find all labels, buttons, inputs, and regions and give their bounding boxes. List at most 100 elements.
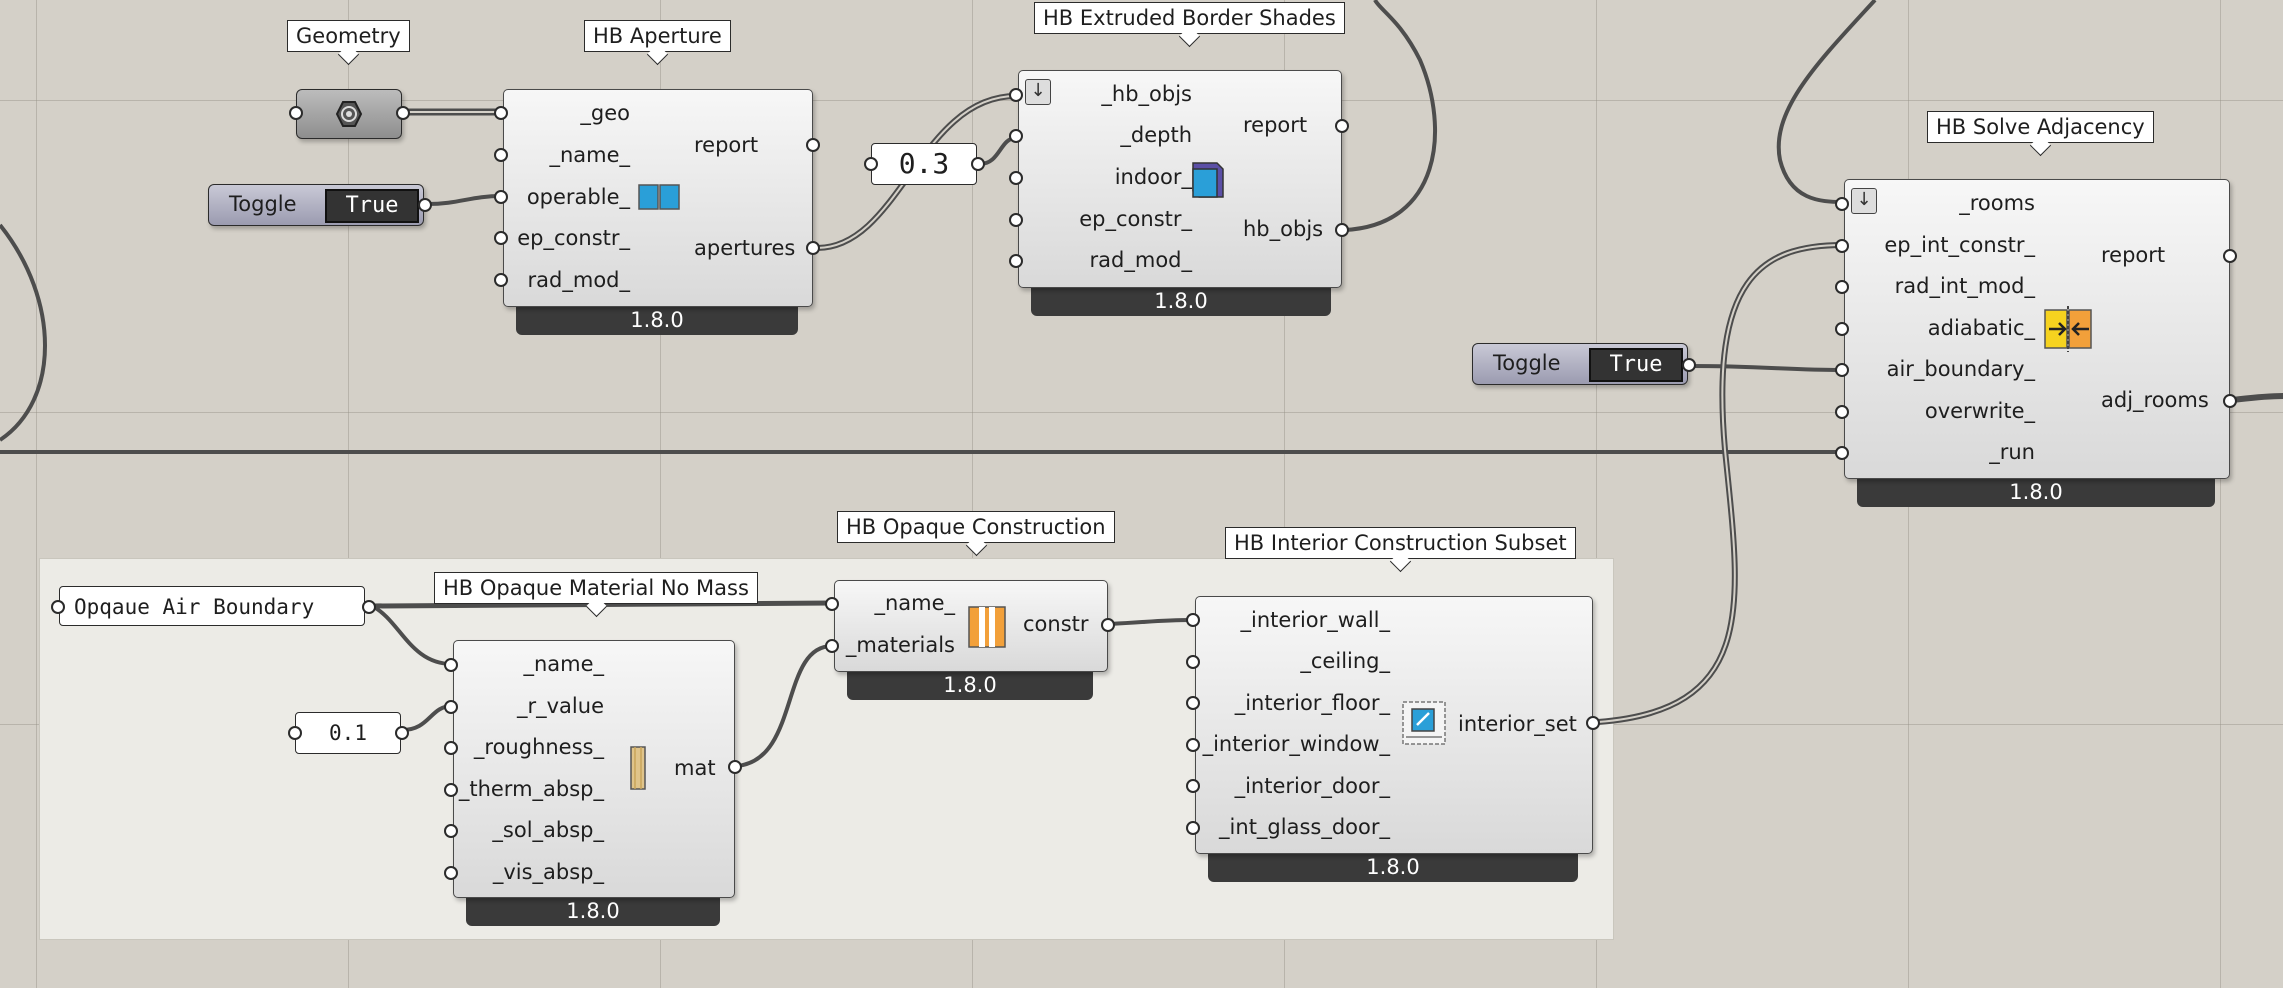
int-in-dot-5[interactable] xyxy=(1186,821,1200,835)
int-in-dot-0[interactable] xyxy=(1186,613,1200,627)
geometry-output-dot[interactable] xyxy=(396,106,410,120)
output-report[interactable]: report xyxy=(1243,113,1308,137)
shades-in-dot-3[interactable] xyxy=(1009,213,1023,227)
aperture-toggle-output-dot[interactable] xyxy=(418,198,432,212)
constr-out-dot-0[interactable] xyxy=(1101,618,1115,632)
output-mat[interactable]: mat xyxy=(674,756,716,780)
hb-opaque-material-no-mass-component[interactable]: _name_ _r_value _roughness_ _therm_absp_… xyxy=(453,640,735,898)
adj-in-dot-2[interactable] xyxy=(1835,280,1849,294)
mat-in-dot-4[interactable] xyxy=(444,824,458,838)
input-hb-objs[interactable]: _hb_objs xyxy=(1101,82,1192,106)
adjacency-toggle[interactable]: Toggle True xyxy=(1472,343,1688,385)
input-ep-int-constr[interactable]: ep_int_constr_ xyxy=(1884,233,2035,257)
input-rad-mod[interactable]: rad_mod_ xyxy=(1089,248,1192,272)
text-panel-input-dot[interactable] xyxy=(51,600,65,614)
input-int-glass-door[interactable]: _int_glass_door_ xyxy=(1219,815,1390,839)
input-ceiling[interactable]: _ceiling_ xyxy=(1300,649,1390,673)
constr-in-dot-1[interactable] xyxy=(825,639,839,653)
shades-in-dot-2[interactable] xyxy=(1009,171,1023,185)
input-therm-absp[interactable]: _therm_absp_ xyxy=(458,777,604,801)
adj-in-dot-0[interactable] xyxy=(1835,197,1849,211)
input-operable[interactable]: operable_ xyxy=(526,185,630,209)
input-sol-absp[interactable]: _sol_absp_ xyxy=(492,818,604,842)
mat-in-dot-0[interactable] xyxy=(444,658,458,672)
input-vis-absp[interactable]: _vis_absp_ xyxy=(492,860,604,884)
adj-in-dot-5[interactable] xyxy=(1835,405,1849,419)
input-name[interactable]: _name_ xyxy=(874,591,955,615)
output-interior-set[interactable]: interior_set xyxy=(1458,712,1577,736)
depth-panel-output-dot[interactable] xyxy=(971,157,985,171)
toggle-value[interactable]: True xyxy=(1589,348,1683,382)
output-hb-objs[interactable]: hb_objs xyxy=(1243,217,1324,241)
mat-in-dot-2[interactable] xyxy=(444,741,458,755)
output-adj-rooms[interactable]: adj_rooms xyxy=(2101,388,2209,412)
depth-panel-input-dot[interactable] xyxy=(864,157,878,171)
aperture-in-dot-4[interactable] xyxy=(494,273,508,287)
input-interior-window[interactable]: _interior_window_ xyxy=(1202,732,1390,756)
mat-in-dot-5[interactable] xyxy=(444,866,458,880)
r-panel-input-dot[interactable] xyxy=(288,726,302,740)
input-rad-int-mod[interactable]: rad_int_mod_ xyxy=(1894,274,2035,298)
hb-opaque-construction-component[interactable]: _name_ _materials constr xyxy=(834,580,1108,672)
hb-extruded-border-shades-component[interactable]: ↓ _hb_objs _depth indoor_ ep_constr_ rad… xyxy=(1018,70,1342,288)
hb-solve-adjacency-component[interactable]: ↓ _rooms ep_int_constr_ rad_int_mod_ adi… xyxy=(1844,179,2230,479)
mat-out-dot-0[interactable] xyxy=(728,760,742,774)
aperture-toggle[interactable]: Toggle True xyxy=(208,184,424,226)
shades-out-dot-1[interactable] xyxy=(1335,223,1349,237)
input-name[interactable]: _name_ xyxy=(549,143,630,167)
input-rad-mod[interactable]: rad_mod_ xyxy=(527,268,630,292)
input-overwrite[interactable]: overwrite_ xyxy=(1924,399,2035,423)
r-value-number-panel[interactable]: 0.1 xyxy=(295,712,401,754)
geometry-param[interactable] xyxy=(296,89,402,139)
air-boundary-text-panel[interactable]: Opqaue Air Boundary xyxy=(59,586,365,626)
constr-in-dot-0[interactable] xyxy=(825,597,839,611)
input-geo[interactable]: _geo xyxy=(580,101,630,125)
input-interior-wall[interactable]: _interior_wall_ xyxy=(1240,608,1390,632)
adj-in-dot-1[interactable] xyxy=(1835,239,1849,253)
input-roughness[interactable]: _roughness_ xyxy=(473,735,604,759)
aperture-in-dot-0[interactable] xyxy=(494,106,508,120)
int-in-dot-1[interactable] xyxy=(1186,655,1200,669)
input-rooms[interactable]: _rooms xyxy=(1959,191,2035,215)
mat-in-dot-3[interactable] xyxy=(444,783,458,797)
input-air-boundary[interactable]: air_boundary_ xyxy=(1886,357,2035,381)
output-report[interactable]: report xyxy=(694,133,759,157)
aperture-in-dot-2[interactable] xyxy=(494,190,508,204)
r-panel-output-dot[interactable] xyxy=(395,726,409,740)
aperture-in-dot-3[interactable] xyxy=(494,231,508,245)
input-interior-floor[interactable]: _interior_floor_ xyxy=(1234,691,1390,715)
toggle-value[interactable]: True xyxy=(325,189,419,223)
input-ep-constr[interactable]: ep_constr_ xyxy=(517,226,630,250)
mat-in-dot-1[interactable] xyxy=(444,700,458,714)
input-adiabatic[interactable]: adiabatic_ xyxy=(1927,316,2035,340)
adj-out-dot-0[interactable] xyxy=(2223,249,2237,263)
input-ep-constr[interactable]: ep_constr_ xyxy=(1079,207,1192,231)
int-in-dot-3[interactable] xyxy=(1186,738,1200,752)
aperture-in-dot-1[interactable] xyxy=(494,148,508,162)
hb-interior-construction-subset-component[interactable]: _interior_wall_ _ceiling_ _interior_floo… xyxy=(1195,596,1593,854)
input-run[interactable]: _run xyxy=(1989,440,2035,464)
output-apertures[interactable]: apertures xyxy=(694,236,796,260)
int-in-dot-2[interactable] xyxy=(1186,696,1200,710)
shades-in-dot-0[interactable] xyxy=(1009,88,1023,102)
shades-in-dot-1[interactable] xyxy=(1009,129,1023,143)
input-indoor[interactable]: indoor_ xyxy=(1114,165,1192,189)
int-in-dot-4[interactable] xyxy=(1186,779,1200,793)
input-interior-door[interactable]: _interior_door_ xyxy=(1234,774,1390,798)
depth-number-panel[interactable]: 0.3 xyxy=(871,143,977,185)
input-r-value[interactable]: _r_value xyxy=(517,694,604,718)
input-materials[interactable]: _materials xyxy=(845,633,955,657)
int-out-dot-0[interactable] xyxy=(1586,716,1600,730)
input-depth[interactable]: _depth xyxy=(1120,123,1192,147)
shades-in-dot-4[interactable] xyxy=(1009,254,1023,268)
geometry-input-dot[interactable] xyxy=(289,106,303,120)
adj-in-dot-4[interactable] xyxy=(1835,363,1849,377)
adj-out-dot-1[interactable] xyxy=(2223,394,2237,408)
output-report[interactable]: report xyxy=(2101,243,2166,267)
input-name[interactable]: _name_ xyxy=(523,652,604,676)
adj-in-dot-6[interactable] xyxy=(1835,446,1849,460)
hb-aperture-component[interactable]: _geo _name_ operable_ ep_constr_ rad_mod… xyxy=(503,89,813,307)
shades-out-dot-0[interactable] xyxy=(1335,119,1349,133)
output-constr[interactable]: constr xyxy=(1023,612,1089,636)
text-panel-output-dot[interactable] xyxy=(362,600,376,614)
